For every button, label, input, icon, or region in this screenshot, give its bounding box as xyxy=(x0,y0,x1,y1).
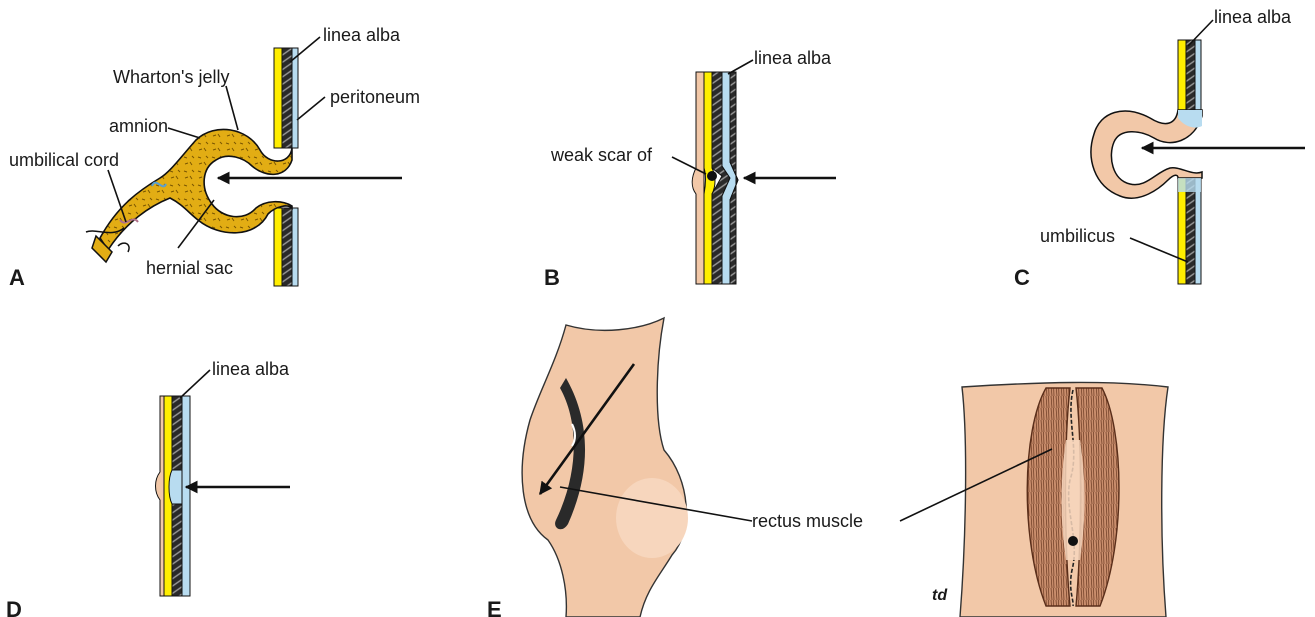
label-c-linea-alba: linea alba xyxy=(1214,7,1292,27)
label-a-peritoneum: peritoneum xyxy=(330,87,420,107)
panel-c-wall-upper xyxy=(1178,40,1201,110)
panel-letter-d: D xyxy=(6,597,22,617)
panel-b: linea alba weak scar of B xyxy=(544,48,836,290)
leader-a-amnion xyxy=(168,128,200,138)
panel-c: linea alba umbilicus C xyxy=(1014,7,1305,290)
panel-letter-b: B xyxy=(544,265,560,290)
artist-signature: td xyxy=(932,587,948,604)
umbilicus-dot xyxy=(1068,536,1078,546)
label-a-amnion: amnion xyxy=(109,116,168,136)
label-a-hernial-sac: hernial sac xyxy=(146,258,233,278)
label-a-umbilical-cord: umbilical cord xyxy=(9,150,119,170)
panel-e-front-view: td xyxy=(932,382,1168,617)
label-b-linea-alba: linea alba xyxy=(754,48,832,68)
label-a-whartons-jelly: Wharton's jelly xyxy=(113,67,229,87)
label-e-rectus-muscle: rectus muscle xyxy=(752,511,863,531)
panel-e-side-view: E xyxy=(487,318,688,617)
label-c-umbilicus: umbilicus xyxy=(1040,226,1115,246)
leader-a-jelly xyxy=(226,86,238,130)
leader-a-peritoneum xyxy=(297,97,325,120)
buttock-shading xyxy=(616,478,688,558)
label-a-linea-alba: linea alba xyxy=(323,25,401,45)
panel-letter-e: E xyxy=(487,597,502,617)
panel-a-wall-lower xyxy=(274,208,298,286)
panel-letter-a: A xyxy=(9,265,25,290)
leader-b-linea-alba xyxy=(728,60,753,74)
panel-b-wall xyxy=(692,72,738,284)
label-b-weak-scar: weak scar of xyxy=(550,145,653,165)
panel-a: linea alba peritoneum Wharton's jelly am… xyxy=(9,25,420,290)
panel-d: linea alba D xyxy=(6,359,290,617)
panel-a-wall-upper xyxy=(274,48,298,148)
hernial-sac-shape xyxy=(100,129,292,250)
leader-d-linea-alba xyxy=(180,370,210,398)
panel-d-wall xyxy=(156,396,191,596)
panel-letter-c: C xyxy=(1014,265,1030,290)
label-d-linea-alba: linea alba xyxy=(212,359,290,379)
body-silhouette-side xyxy=(522,318,686,617)
panel-c-wall-lower xyxy=(1178,178,1201,284)
